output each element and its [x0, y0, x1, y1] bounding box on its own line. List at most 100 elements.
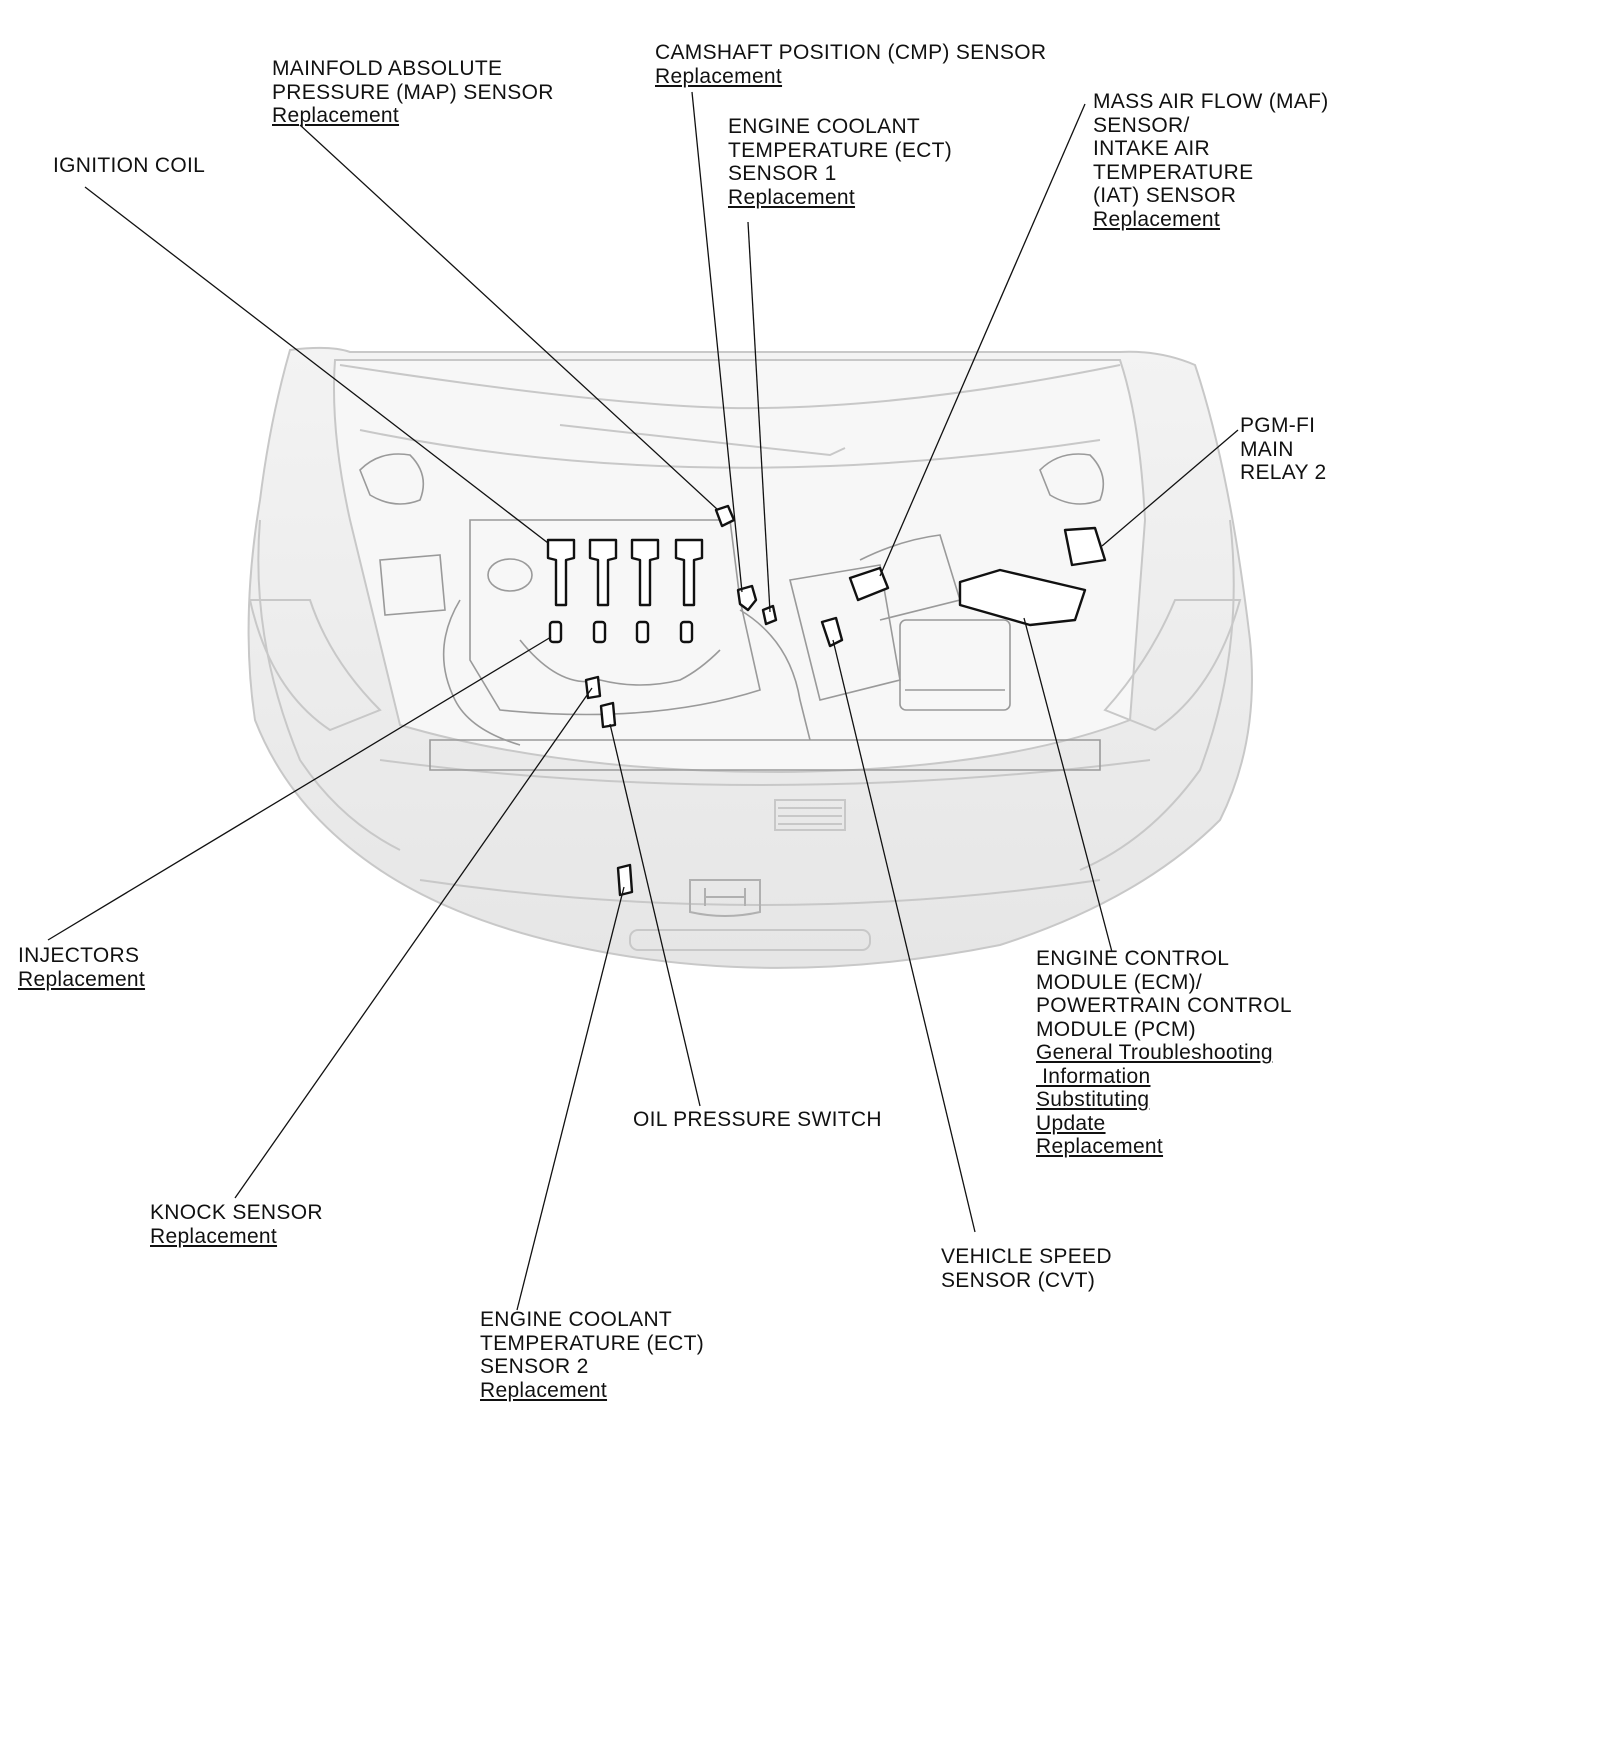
leader-pgm-fi-relay [1101, 429, 1239, 547]
ecm-replacement-link[interactable]: Replacement [1036, 1135, 1164, 1158]
cmp-sensor-replacement-link[interactable]: Replacement [655, 64, 783, 88]
leader-map-sensor [299, 124, 719, 511]
callout-line: MODULE (ECM)/ [1036, 970, 1203, 994]
injector-1 [548, 620, 563, 644]
ignition-coils [546, 538, 704, 607]
callout-line: SENSOR (CVT) [941, 1268, 1096, 1292]
callout-ect-sensor-2: ENGINE COOLANT TEMPERATURE (ECT) SENSOR … [480, 1308, 704, 1402]
leader-ect-sensor-1 [747, 221, 771, 613]
ignition-coil-1 [546, 538, 576, 607]
callout-ignition-coil: IGNITION COIL [53, 154, 205, 178]
intake-manifold [519, 639, 721, 686]
callout-line: MODULE (PCM) [1036, 1017, 1196, 1041]
oil-pressure-switch [599, 701, 617, 729]
callout-line: PRESSURE (MAP) SENSOR [272, 80, 554, 104]
injector-3 [635, 620, 650, 644]
ignition-coil-4 [674, 538, 704, 607]
callout-injectors: INJECTORS Replacement [18, 944, 145, 991]
callout-line: TEMPERATURE (ECT) [480, 1331, 705, 1355]
map-sensor [714, 504, 736, 528]
callout-ecm-pcm: ENGINE CONTROL MODULE (ECM)/ POWERTRAIN … [1036, 947, 1292, 1159]
injector-4 [679, 620, 694, 644]
right-headlight [1103, 599, 1242, 732]
callout-line: KNOCK SENSOR [150, 1201, 323, 1224]
ect-sensor-1-replacement-link[interactable]: Replacement [728, 185, 856, 209]
callout-line: TEMPERATURE (ECT) [728, 138, 953, 162]
injectors-replacement-link[interactable]: Replacement [18, 967, 146, 991]
callout-line: IGNITION COIL [53, 154, 206, 177]
ect-sensor-2 [616, 863, 634, 897]
ect-sensor-2-replacement-link[interactable]: Replacement [480, 1378, 608, 1402]
leader-oil-pressure-switch [609, 723, 701, 1107]
callout-pgm-fi-relay: PGM-FI MAIN RELAY 2 [1240, 414, 1327, 485]
fuse-box [379, 554, 446, 616]
cowl-line [359, 429, 1101, 469]
leader-vehicle-speed-sensor [832, 639, 976, 1233]
leader-ecm-pcm [1023, 617, 1113, 953]
radiator-support [429, 739, 1101, 771]
radiator-grille [774, 799, 846, 831]
engine-bay [359, 453, 1105, 771]
leader-ect-sensor-2 [516, 886, 625, 1311]
callout-line: MAIN [1240, 437, 1294, 461]
leader-injectors [47, 636, 552, 941]
injectors [548, 620, 694, 644]
callout-map-sensor: MAINFOLD ABSOLUTE PRESSURE (MAP) SENSOR … [272, 57, 554, 128]
ecm-pcm [958, 568, 1087, 627]
vehicle-speed-sensor [820, 616, 844, 648]
leader-cmp-sensor [691, 91, 743, 593]
callout-knock-sensor: KNOCK SENSOR Replacement [150, 1201, 323, 1248]
callout-line: SENSOR 2 [480, 1355, 589, 1378]
radiator-hose [442, 599, 521, 746]
callout-line: TEMPERATURE [1093, 160, 1254, 184]
lower-grille-opening [629, 929, 871, 951]
knock-sensor-replacement-link[interactable]: Replacement [150, 1224, 278, 1248]
oil-filler-cap [487, 558, 533, 592]
maf-iat-sensor-replacement-link[interactable]: Replacement [1093, 207, 1221, 231]
callout-line: POWERTRAIN CONTROL [1036, 994, 1292, 1017]
pgm-fi-main-relay-2 [1063, 526, 1107, 567]
ecm-information-link[interactable]: Information [1036, 1064, 1151, 1088]
ecm-update-link[interactable]: Update [1036, 1111, 1106, 1135]
callout-line: PGM-FI [1240, 414, 1316, 437]
left-strut-tower [359, 453, 425, 505]
windshield-base [339, 364, 1121, 410]
left-fender [257, 519, 401, 851]
callout-maf-iat-sensor: MASS AIR FLOW (MAF) SENSOR/ INTAKE AIR T… [1093, 90, 1329, 231]
front-emblem [689, 879, 761, 917]
callout-line: INJECTORS [18, 944, 140, 967]
callout-line: INTAKE AIR [1093, 137, 1210, 160]
wiper-arm [559, 424, 846, 457]
callout-line: VEHICLE SPEED [941, 1245, 1112, 1268]
coolant-pipe [739, 609, 811, 741]
ecm-general-troubleshooting-link[interactable]: General Troubleshooting [1036, 1041, 1273, 1064]
leader-knock-sensor [234, 687, 593, 1199]
leader-maf-iat-sensor [879, 103, 1086, 577]
callout-oil-pressure-switch: OIL PRESSURE SWITCH [633, 1108, 882, 1132]
leader-lines [47, 91, 1239, 1311]
engine-block [469, 519, 761, 716]
ecm-substituting-link[interactable]: Substituting [1036, 1088, 1150, 1111]
callout-line: OIL PRESSURE SWITCH [633, 1108, 882, 1131]
leader-ignition-coil [84, 186, 549, 544]
callout-line: ENGINE CONTROL [1036, 947, 1230, 970]
callout-vehicle-speed-sensor: VEHICLE SPEED SENSOR (CVT) [941, 1245, 1112, 1292]
right-strut-tower [1039, 453, 1105, 505]
left-headlight [248, 599, 382, 732]
components [546, 504, 1107, 897]
injector-2 [592, 620, 607, 644]
ignition-coil-3 [630, 538, 660, 607]
callout-line: ENGINE COOLANT [480, 1308, 673, 1331]
callout-line: RELAY 2 [1240, 461, 1327, 484]
callout-line: SENSOR 1 [728, 162, 837, 185]
battery [899, 619, 1011, 711]
cmp-sensor [736, 584, 758, 612]
ignition-coil-2 [588, 538, 618, 607]
callout-line: MASS AIR FLOW (MAF) [1093, 90, 1329, 113]
callout-line: CAMSHAFT POSITION (CMP) SENSOR [655, 41, 1047, 64]
map-sensor-replacement-link[interactable]: Replacement [272, 104, 400, 127]
right-fender [1079, 519, 1235, 871]
callout-line: ENGINE COOLANT [728, 115, 921, 138]
callout-line: SENSOR/ [1093, 113, 1190, 137]
